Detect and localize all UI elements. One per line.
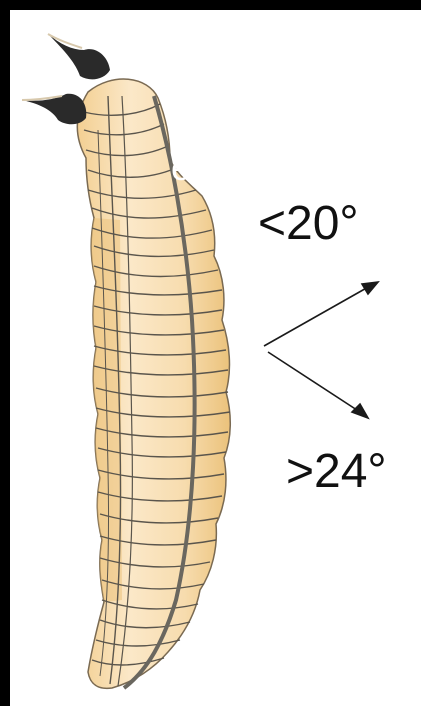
arrow-down-right-icon [268, 352, 360, 412]
arrowhead-up-icon [362, 282, 378, 294]
angle-less-label: <20° [258, 200, 359, 248]
arrowhead-down-icon [352, 404, 368, 418]
mouthhook-upper [48, 34, 110, 79]
angle-arrows [264, 282, 378, 418]
larva-illustration [22, 34, 230, 688]
angle-greater-label: >24° [286, 448, 387, 496]
mouthhook-lower [22, 94, 86, 124]
mark-label: e [171, 150, 191, 186]
arrow-up-right-icon [264, 286, 370, 346]
